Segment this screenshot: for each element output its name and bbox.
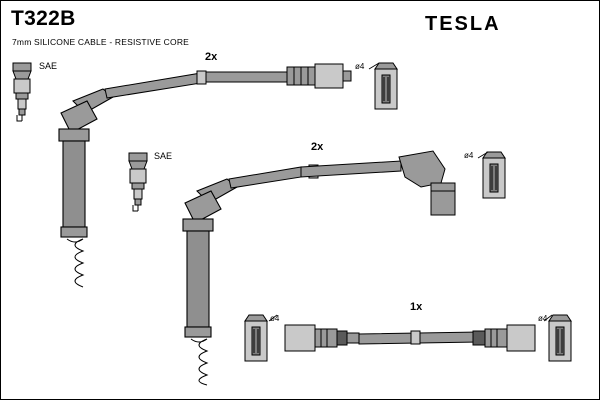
page-title: T322B	[11, 7, 76, 30]
connector-bottom-right	[472, 324, 536, 352]
connector-bottom-left	[284, 324, 360, 352]
diameter-label-top: ø4	[355, 62, 365, 71]
subtitle: 7mm SILICONE CABLE - RESISTIVE CORE	[12, 37, 190, 47]
quantity-label-bottom: 1x	[410, 301, 423, 313]
terminal-bottom-left	[244, 314, 268, 362]
cable-line-top	[104, 70, 290, 99]
cable-line-middle	[228, 160, 402, 189]
diameter-label-mid: ø4	[464, 151, 474, 160]
boot-spring-middle	[190, 338, 209, 386]
terminal-middle	[482, 151, 506, 199]
cable-assembly-top	[12, 62, 398, 288]
quantity-label-mid: 2x	[311, 141, 324, 153]
angled-connector-middle	[398, 150, 456, 216]
spark-plug-icon-top	[12, 62, 32, 122]
cable-assembly-middle	[128, 150, 506, 386]
plug-boot-top-left	[58, 88, 114, 238]
diameter-label-bottom-left: ø4	[270, 314, 280, 323]
sae-label-mid: SAE	[154, 151, 173, 161]
diameter-label-bottom-right: ø4	[538, 314, 548, 323]
connector-top	[286, 63, 352, 89]
quantity-label-top: 2x	[205, 51, 218, 63]
cable-line-bottom	[358, 330, 480, 345]
sae-label-top: SAE	[39, 61, 58, 71]
cable-assembly-bottom	[244, 314, 572, 362]
terminal-top	[374, 62, 398, 110]
terminal-bottom-right	[548, 314, 572, 362]
plug-boot-middle	[182, 178, 238, 338]
boot-spring-top	[66, 238, 85, 288]
spark-plug-icon-middle	[128, 152, 148, 212]
brand-logo: TESLA	[425, 13, 501, 35]
